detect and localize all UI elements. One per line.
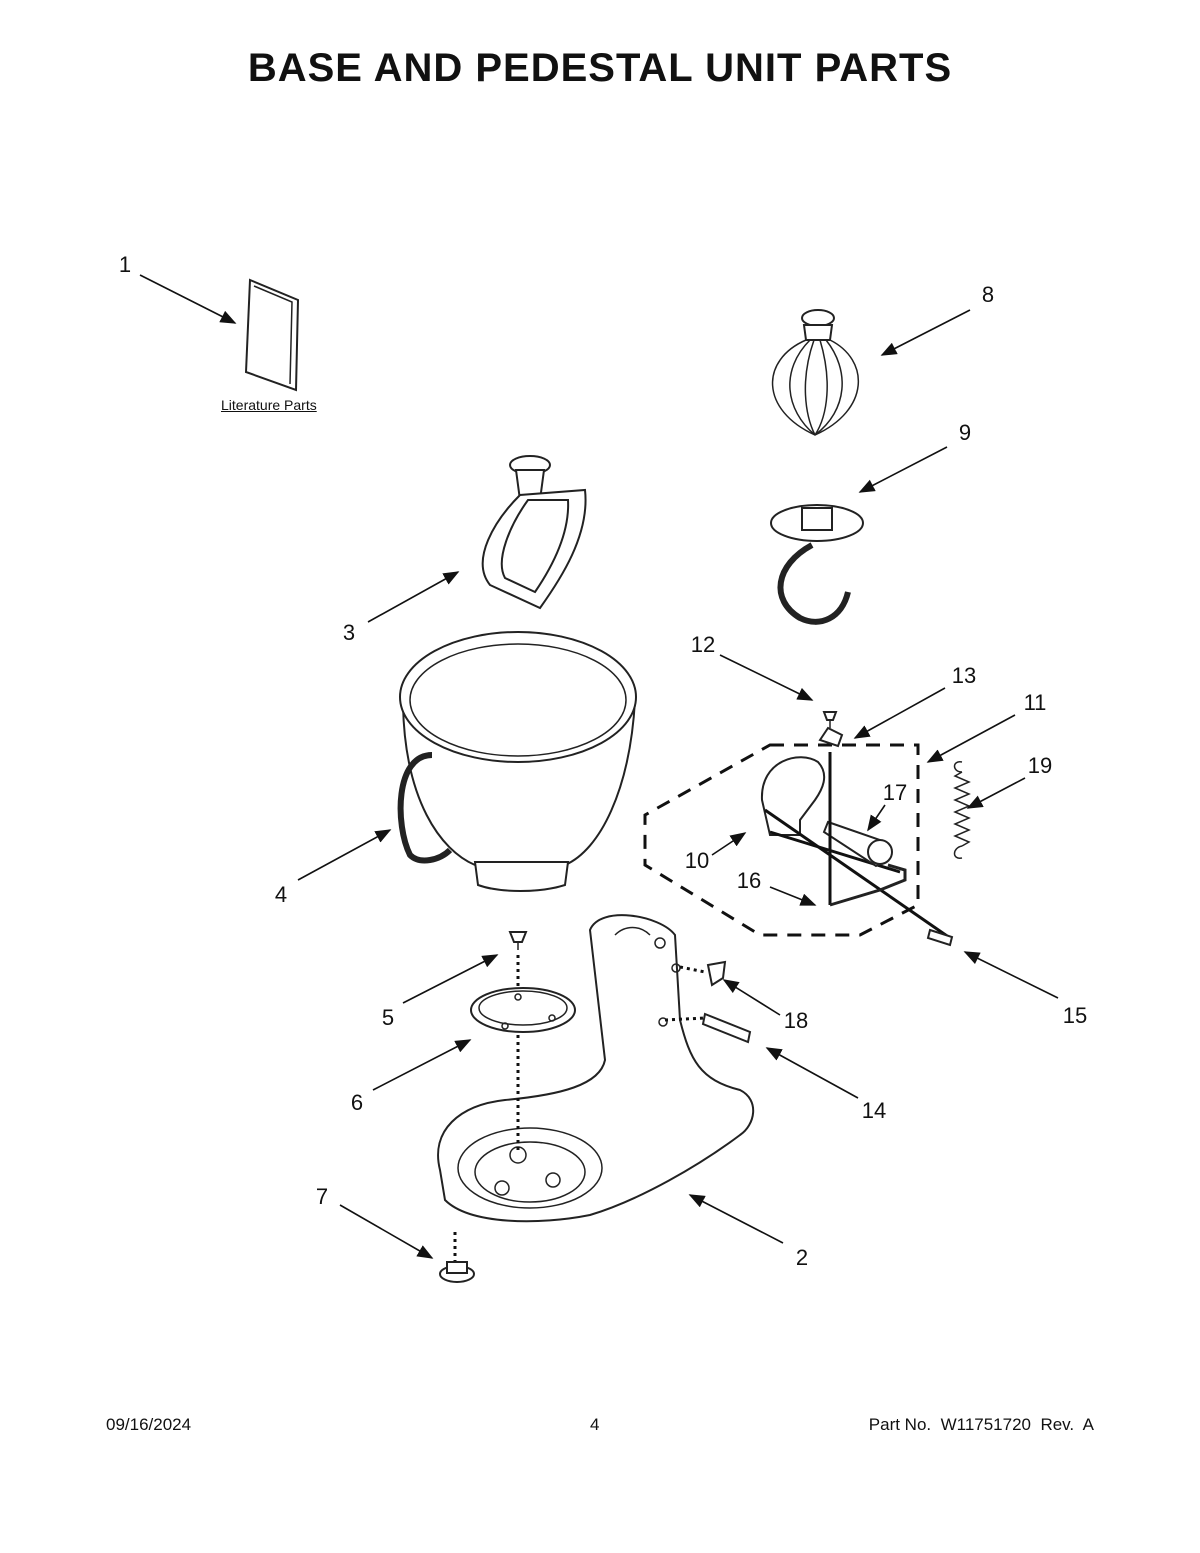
callout-7: 7 <box>315 1184 329 1209</box>
mixing-bowl <box>397 631 637 892</box>
bowl-lift-assembly-group <box>643 743 920 937</box>
callout-5: 5 <box>381 1005 395 1030</box>
hinge-pin <box>664 1012 752 1044</box>
callout-8: 8 <box>981 282 995 307</box>
footer-date: 09/16/2024 <box>106 1415 192 1434</box>
footer-part-number: Part No. W11751720 Rev. A <box>868 1415 1094 1434</box>
callout-14: 14 <box>861 1098 887 1123</box>
washer-13 <box>818 726 844 748</box>
callout-6: 6 <box>350 1090 364 1115</box>
callout-15: 15 <box>1062 1003 1088 1028</box>
callout-2: 2 <box>795 1245 809 1270</box>
flat-beater <box>481 455 587 610</box>
callout-16: 16 <box>736 868 762 893</box>
callout-9: 9 <box>958 420 972 445</box>
dough-hook <box>770 504 864 625</box>
pin-15 <box>926 928 954 947</box>
literature-parts-label[interactable]: Literature Parts <box>221 397 317 413</box>
callout-4: 4 <box>274 882 288 907</box>
callout-13: 13 <box>951 663 977 688</box>
bowl-clamp-plate <box>470 987 576 1150</box>
literature-parts-booklet <box>244 278 300 392</box>
callout-10: 10 <box>684 848 710 873</box>
footer-page-number: 4 <box>590 1415 600 1434</box>
wire-whip <box>771 309 860 436</box>
callout-1: 1 <box>118 252 132 277</box>
bowl-lift-assembly <box>760 752 951 940</box>
page-title: BASE AND PEDESTAL UNIT PARTS <box>247 46 953 90</box>
spring-19 <box>953 761 971 859</box>
bowl-clamp-screw <box>508 931 528 995</box>
screw-12 <box>822 711 838 728</box>
lock-plate <box>679 960 727 987</box>
callout-18: 18 <box>783 1008 809 1033</box>
callout-17: 17 <box>882 780 908 805</box>
base-pedestal <box>437 914 755 1223</box>
callout-3: 3 <box>342 620 356 645</box>
rubber-foot <box>439 1232 475 1283</box>
callout-11: 11 <box>1023 690 1047 715</box>
callout-19: 19 <box>1027 753 1053 778</box>
leader-arrows <box>139 274 1059 1259</box>
callout-12: 12 <box>690 632 716 657</box>
